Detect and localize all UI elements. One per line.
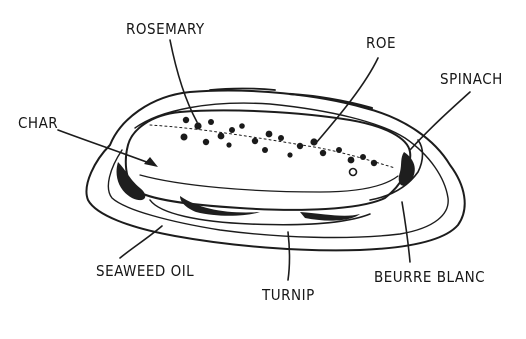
rosemary-leader: [170, 40, 197, 122]
rosemary-label: ROSEMARY: [126, 20, 205, 38]
char-arrowhead: [144, 157, 158, 167]
turnip-label: TURNIP: [261, 286, 315, 304]
spinach-label: SPINACH: [440, 70, 503, 88]
rosemary-sprinkle: [150, 125, 395, 168]
roe-leader: [316, 58, 378, 143]
spinach-leader: [410, 92, 470, 150]
roe-dots: [181, 117, 378, 176]
char-label: CHAR: [18, 114, 58, 132]
char-leader: [58, 130, 152, 164]
beurre-blanc-label: BEURRE BLANC: [374, 268, 485, 286]
turnip-leader: [288, 232, 290, 280]
roe-label: ROE: [366, 34, 396, 52]
seaweed-oil-label: SEAWEED OIL: [96, 262, 194, 280]
seaweed-oil-leader: [120, 226, 162, 258]
